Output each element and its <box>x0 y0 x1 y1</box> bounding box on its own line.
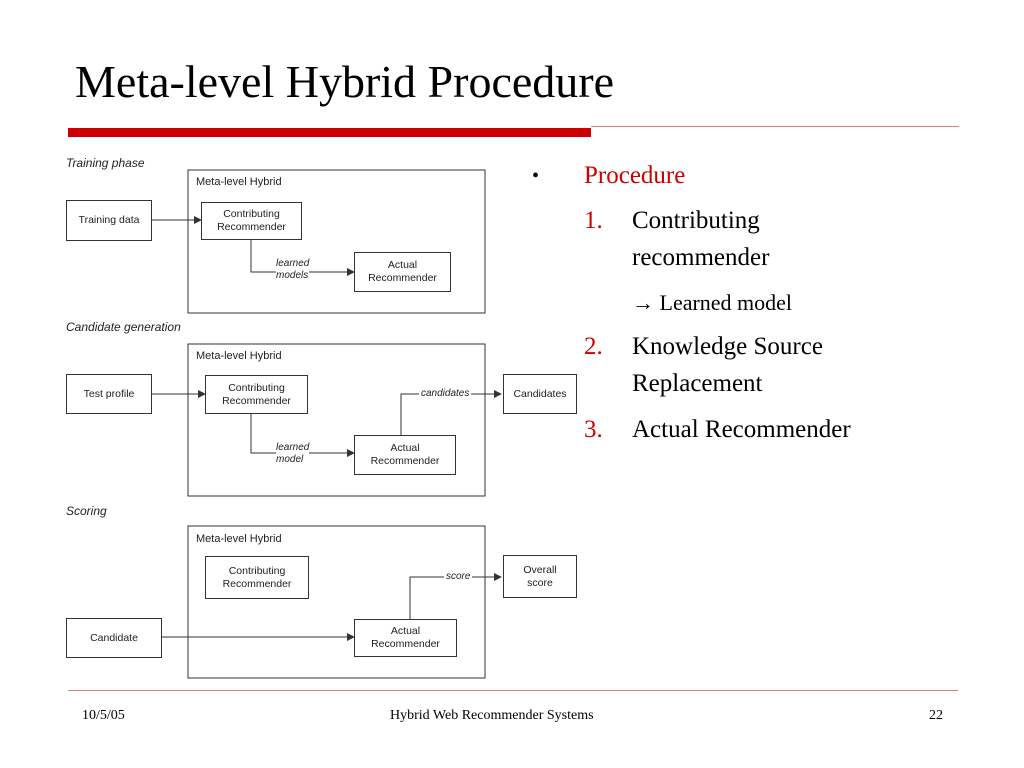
diagram-connectors <box>152 169 502 679</box>
footer-date: 10/5/05 <box>82 708 125 723</box>
training-data-box: Training data <box>66 200 152 241</box>
training-learned-models-note: learned models <box>276 258 310 282</box>
footer-page-number: 22 <box>929 708 943 723</box>
scoring-contributing-recommender-box: Contributing Recommender <box>205 556 309 599</box>
learned-model-text: Learned model <box>659 290 793 315</box>
test-profile-box: Test profile <box>66 374 152 414</box>
item-3-text: Actual Recommender <box>632 416 851 443</box>
item-1-text: Contributing <box>632 207 760 234</box>
title-rule-thin <box>591 126 959 127</box>
item-1-text-line2: recommender <box>632 244 770 271</box>
title-rule-red <box>68 128 591 137</box>
item-3-number: 3. <box>584 416 603 443</box>
item-2-text: Knowledge Source <box>632 333 823 360</box>
bullet-dot: • <box>532 165 540 187</box>
candidates-note: candidates <box>419 388 472 400</box>
candidate-learned-model-note: learned model <box>276 442 310 466</box>
slide-title: Meta-level Hybrid Procedure <box>75 56 615 107</box>
frame-scoring-label: Meta-level Hybrid <box>196 533 282 545</box>
footer-rule <box>68 690 958 691</box>
meta-level-hybrid-diagram: Training phase Meta-level Hybrid Trainin… <box>64 150 584 690</box>
training-actual-recommender-box: Actual Recommender <box>354 252 451 292</box>
item-1-number: 1. <box>584 207 603 234</box>
frame-training-label: Meta-level Hybrid <box>196 176 282 188</box>
item-2-text-line2: Replacement <box>632 370 763 397</box>
learned-model-line: → Learned model <box>632 288 792 318</box>
overall-score-output-box: Overall score <box>503 555 577 598</box>
footer-title: Hybrid Web Recommender Systems <box>390 708 594 723</box>
training-contributing-recommender-box: Contributing Recommender <box>201 202 302 240</box>
phase-scoring-label: Scoring <box>66 504 107 518</box>
scoring-actual-recommender-box: Actual Recommender <box>354 619 457 657</box>
frame-candidate-label: Meta-level Hybrid <box>196 350 282 362</box>
phase-training-label: Training phase <box>66 156 145 170</box>
arrow-right-icon: → <box>632 290 654 315</box>
candidate-actual-recommender-box: Actual Recommender <box>354 435 456 475</box>
item-2-number: 2. <box>584 333 603 360</box>
candidates-output-box: Candidates <box>503 374 577 414</box>
score-note: score <box>444 571 473 583</box>
procedure-heading: Procedure <box>584 162 686 189</box>
candidate-input-box: Candidate <box>66 618 162 658</box>
candidate-contributing-recommender-box: Contributing Recommender <box>205 375 308 414</box>
phase-candidate-label: Candidate generation <box>66 320 181 334</box>
